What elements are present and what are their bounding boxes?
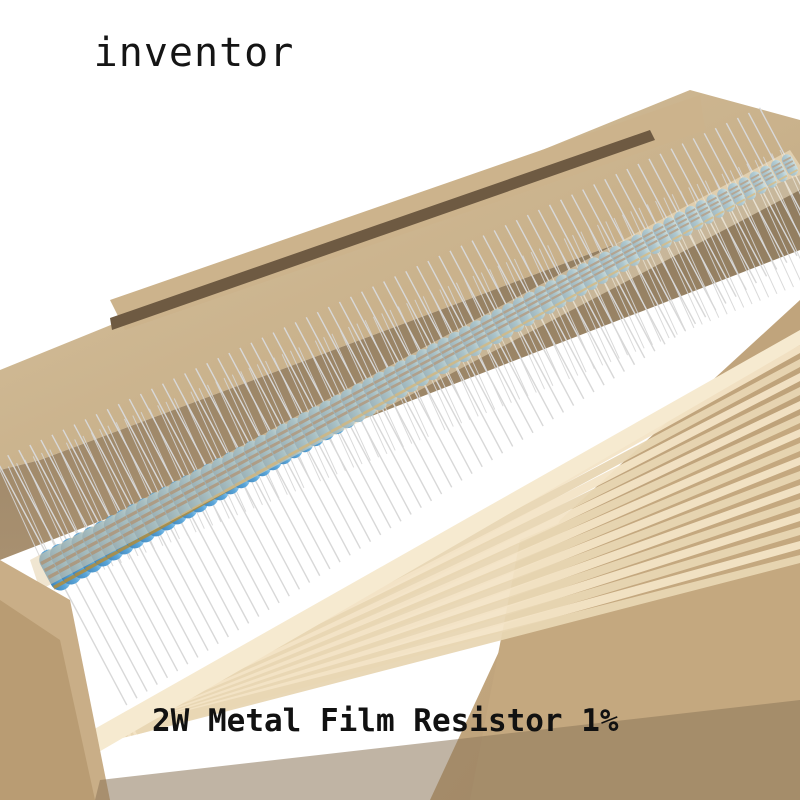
product-caption: 2W Metal Film Resistor 1% <box>152 703 619 739</box>
brand-label-box: inventor <box>48 18 340 88</box>
brand-label: inventor <box>93 30 295 76</box>
